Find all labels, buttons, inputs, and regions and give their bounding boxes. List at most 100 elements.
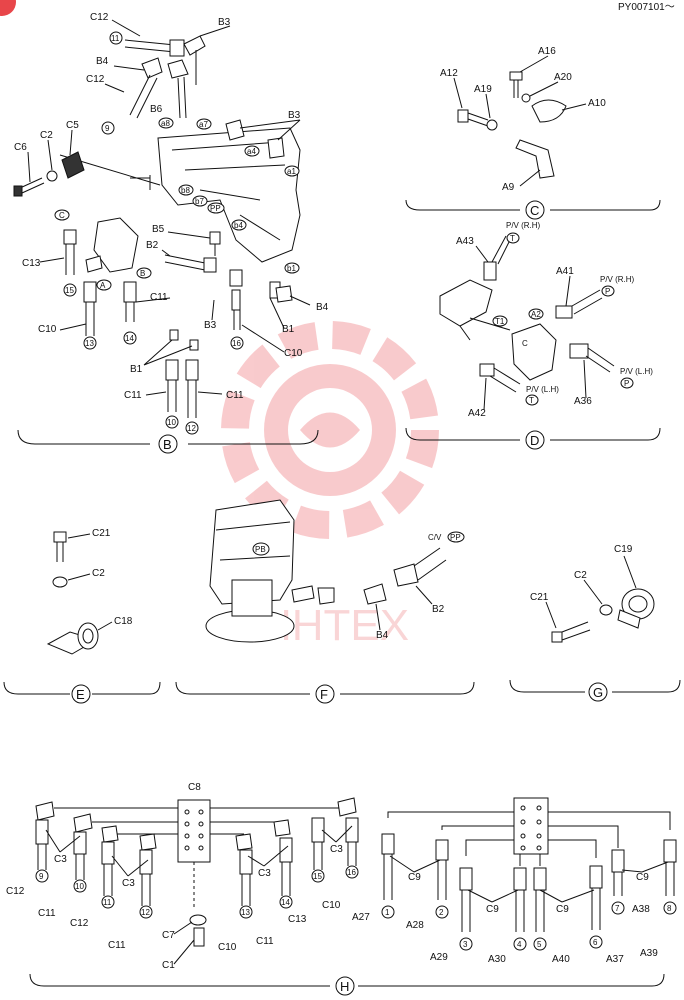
manifold-right	[513, 797, 549, 855]
svg-text:b4: b4	[234, 221, 243, 230]
svg-text:13: 13	[241, 908, 250, 917]
section-b-title: B	[163, 437, 172, 452]
section-d-labels: P/V (R.H) A43 A41 P/V (R.H) P/V (L.H) P/…	[456, 221, 653, 419]
svg-text:9: 9	[105, 124, 110, 133]
svg-text:C11: C11	[150, 292, 168, 303]
svg-text:13: 13	[85, 339, 94, 348]
port-tags: a8 a7 a4 a1 b8 b7 PP b4 b1 C A B	[54, 117, 300, 291]
bolt-c21-g	[551, 621, 591, 643]
svg-text:C12: C12	[6, 886, 25, 897]
svg-text:7: 7	[615, 904, 620, 913]
svg-text:16: 16	[232, 339, 241, 348]
svg-text:3: 3	[463, 940, 468, 949]
svg-text:16: 16	[347, 868, 356, 877]
svg-text:P/V (R.H): P/V (R.H)	[506, 221, 541, 230]
section-b: B a8 a7 a4 a1 b8 b7 PP b4 b1 C A B C12 B…	[13, 12, 329, 454]
section-h-labels: C8 C3 C3 C3 C3 C12 C11 C12 C11 C7 C1 C10…	[6, 782, 669, 971]
washer-a19	[486, 119, 498, 131]
section-c: C A16 A12 A19 A20 A10 A9	[405, 46, 661, 220]
svg-text:C2: C2	[574, 570, 587, 581]
valve-assembly-d	[439, 279, 557, 381]
svg-text:C2: C2	[40, 130, 53, 141]
svg-text:A39: A39	[640, 948, 658, 959]
fitting-b4-f	[291, 585, 335, 605]
svg-text:B4: B4	[96, 56, 109, 67]
svg-text:B3: B3	[218, 17, 231, 28]
svg-text:C11: C11	[108, 940, 126, 951]
svg-text:12: 12	[141, 908, 150, 917]
svg-text:C19: C19	[614, 544, 633, 555]
svg-text:C/V: C/V	[428, 533, 442, 542]
svg-text:C12: C12	[90, 12, 109, 23]
section-c-labels: A16 A12 A19 A20 A10 A9	[440, 46, 606, 193]
svg-text:11: 11	[111, 34, 120, 43]
svg-text:T: T	[510, 234, 515, 243]
clamp-c19	[617, 588, 655, 629]
svg-text:12: 12	[187, 424, 196, 433]
svg-text:C9: C9	[556, 904, 569, 915]
swing-motor-f	[205, 499, 295, 643]
section-g-title: G	[593, 685, 603, 700]
svg-text:C12: C12	[86, 74, 105, 85]
svg-text:PP: PP	[210, 204, 221, 213]
svg-text:C: C	[522, 339, 528, 348]
fitting-b5	[209, 231, 221, 256]
svg-text:C: C	[59, 211, 65, 220]
svg-text:C10: C10	[322, 900, 341, 911]
svg-text:P/V (R.H): P/V (R.H)	[600, 275, 635, 284]
clamp-c5	[61, 151, 85, 179]
svg-text:C11: C11	[38, 908, 56, 919]
svg-text:C10: C10	[284, 348, 303, 359]
svg-text:a7: a7	[199, 120, 208, 129]
svg-text:A29: A29	[430, 952, 448, 963]
svg-text:C11: C11	[226, 390, 244, 401]
svg-text:B: B	[140, 269, 145, 278]
hose-a41	[555, 289, 603, 319]
watermark-gear-logo	[221, 321, 439, 539]
svg-text:A38: A38	[632, 904, 650, 915]
svg-text:B4: B4	[376, 630, 389, 641]
svg-text:b8: b8	[181, 186, 190, 195]
svg-text:P: P	[624, 379, 629, 388]
svg-text:C1: C1	[162, 960, 175, 971]
section-b-baseline	[17, 429, 319, 445]
section-e: E C21 C2 C18	[3, 528, 161, 704]
svg-text:A30: A30	[488, 954, 506, 965]
svg-text:C5: C5	[66, 120, 79, 131]
clamp-c18	[46, 622, 99, 655]
svg-text:6: 6	[593, 938, 598, 947]
svg-text:A16: A16	[538, 46, 556, 57]
svg-text:C11: C11	[124, 390, 142, 401]
hose-c11-pair	[165, 329, 199, 418]
hose-c12-top	[124, 35, 206, 85]
bolt-a12	[457, 109, 489, 127]
svg-text:PP: PP	[450, 533, 461, 542]
svg-text:A9: A9	[502, 182, 515, 193]
section-f-title: F	[320, 687, 328, 702]
hose-c10	[83, 281, 97, 336]
svg-text:C3: C3	[330, 844, 343, 855]
section-b-labels: C12 B3 B4 C12 B6 B3 C6 C2 C5 C13 B5 B2 B…	[14, 12, 329, 401]
svg-text:14: 14	[125, 334, 134, 343]
svg-text:A19: A19	[474, 84, 492, 95]
svg-text:B3: B3	[288, 110, 301, 121]
svg-text:C12: C12	[70, 918, 89, 929]
hose-b2	[164, 254, 217, 273]
bracket-a9	[515, 139, 555, 179]
svg-text:11: 11	[103, 898, 112, 907]
svg-text:C21: C21	[530, 592, 549, 603]
svg-text:C13: C13	[22, 258, 41, 269]
washer-c2	[52, 576, 68, 588]
section-d: D P/V (R.H) A43 A41 P/V (R.H) P/V (L.H) …	[405, 221, 661, 450]
svg-text:b1: b1	[287, 264, 296, 273]
svg-text:T: T	[529, 396, 534, 405]
svg-text:A37: A37	[606, 954, 624, 965]
hose-c10-right	[229, 269, 243, 330]
hose-c11-left	[123, 281, 137, 322]
svg-text:1: 1	[385, 908, 390, 917]
svg-text:C7: C7	[162, 930, 175, 941]
svg-text:B2: B2	[146, 240, 159, 251]
svg-text:C3: C3	[54, 854, 67, 865]
hose-set-middle	[235, 797, 359, 906]
